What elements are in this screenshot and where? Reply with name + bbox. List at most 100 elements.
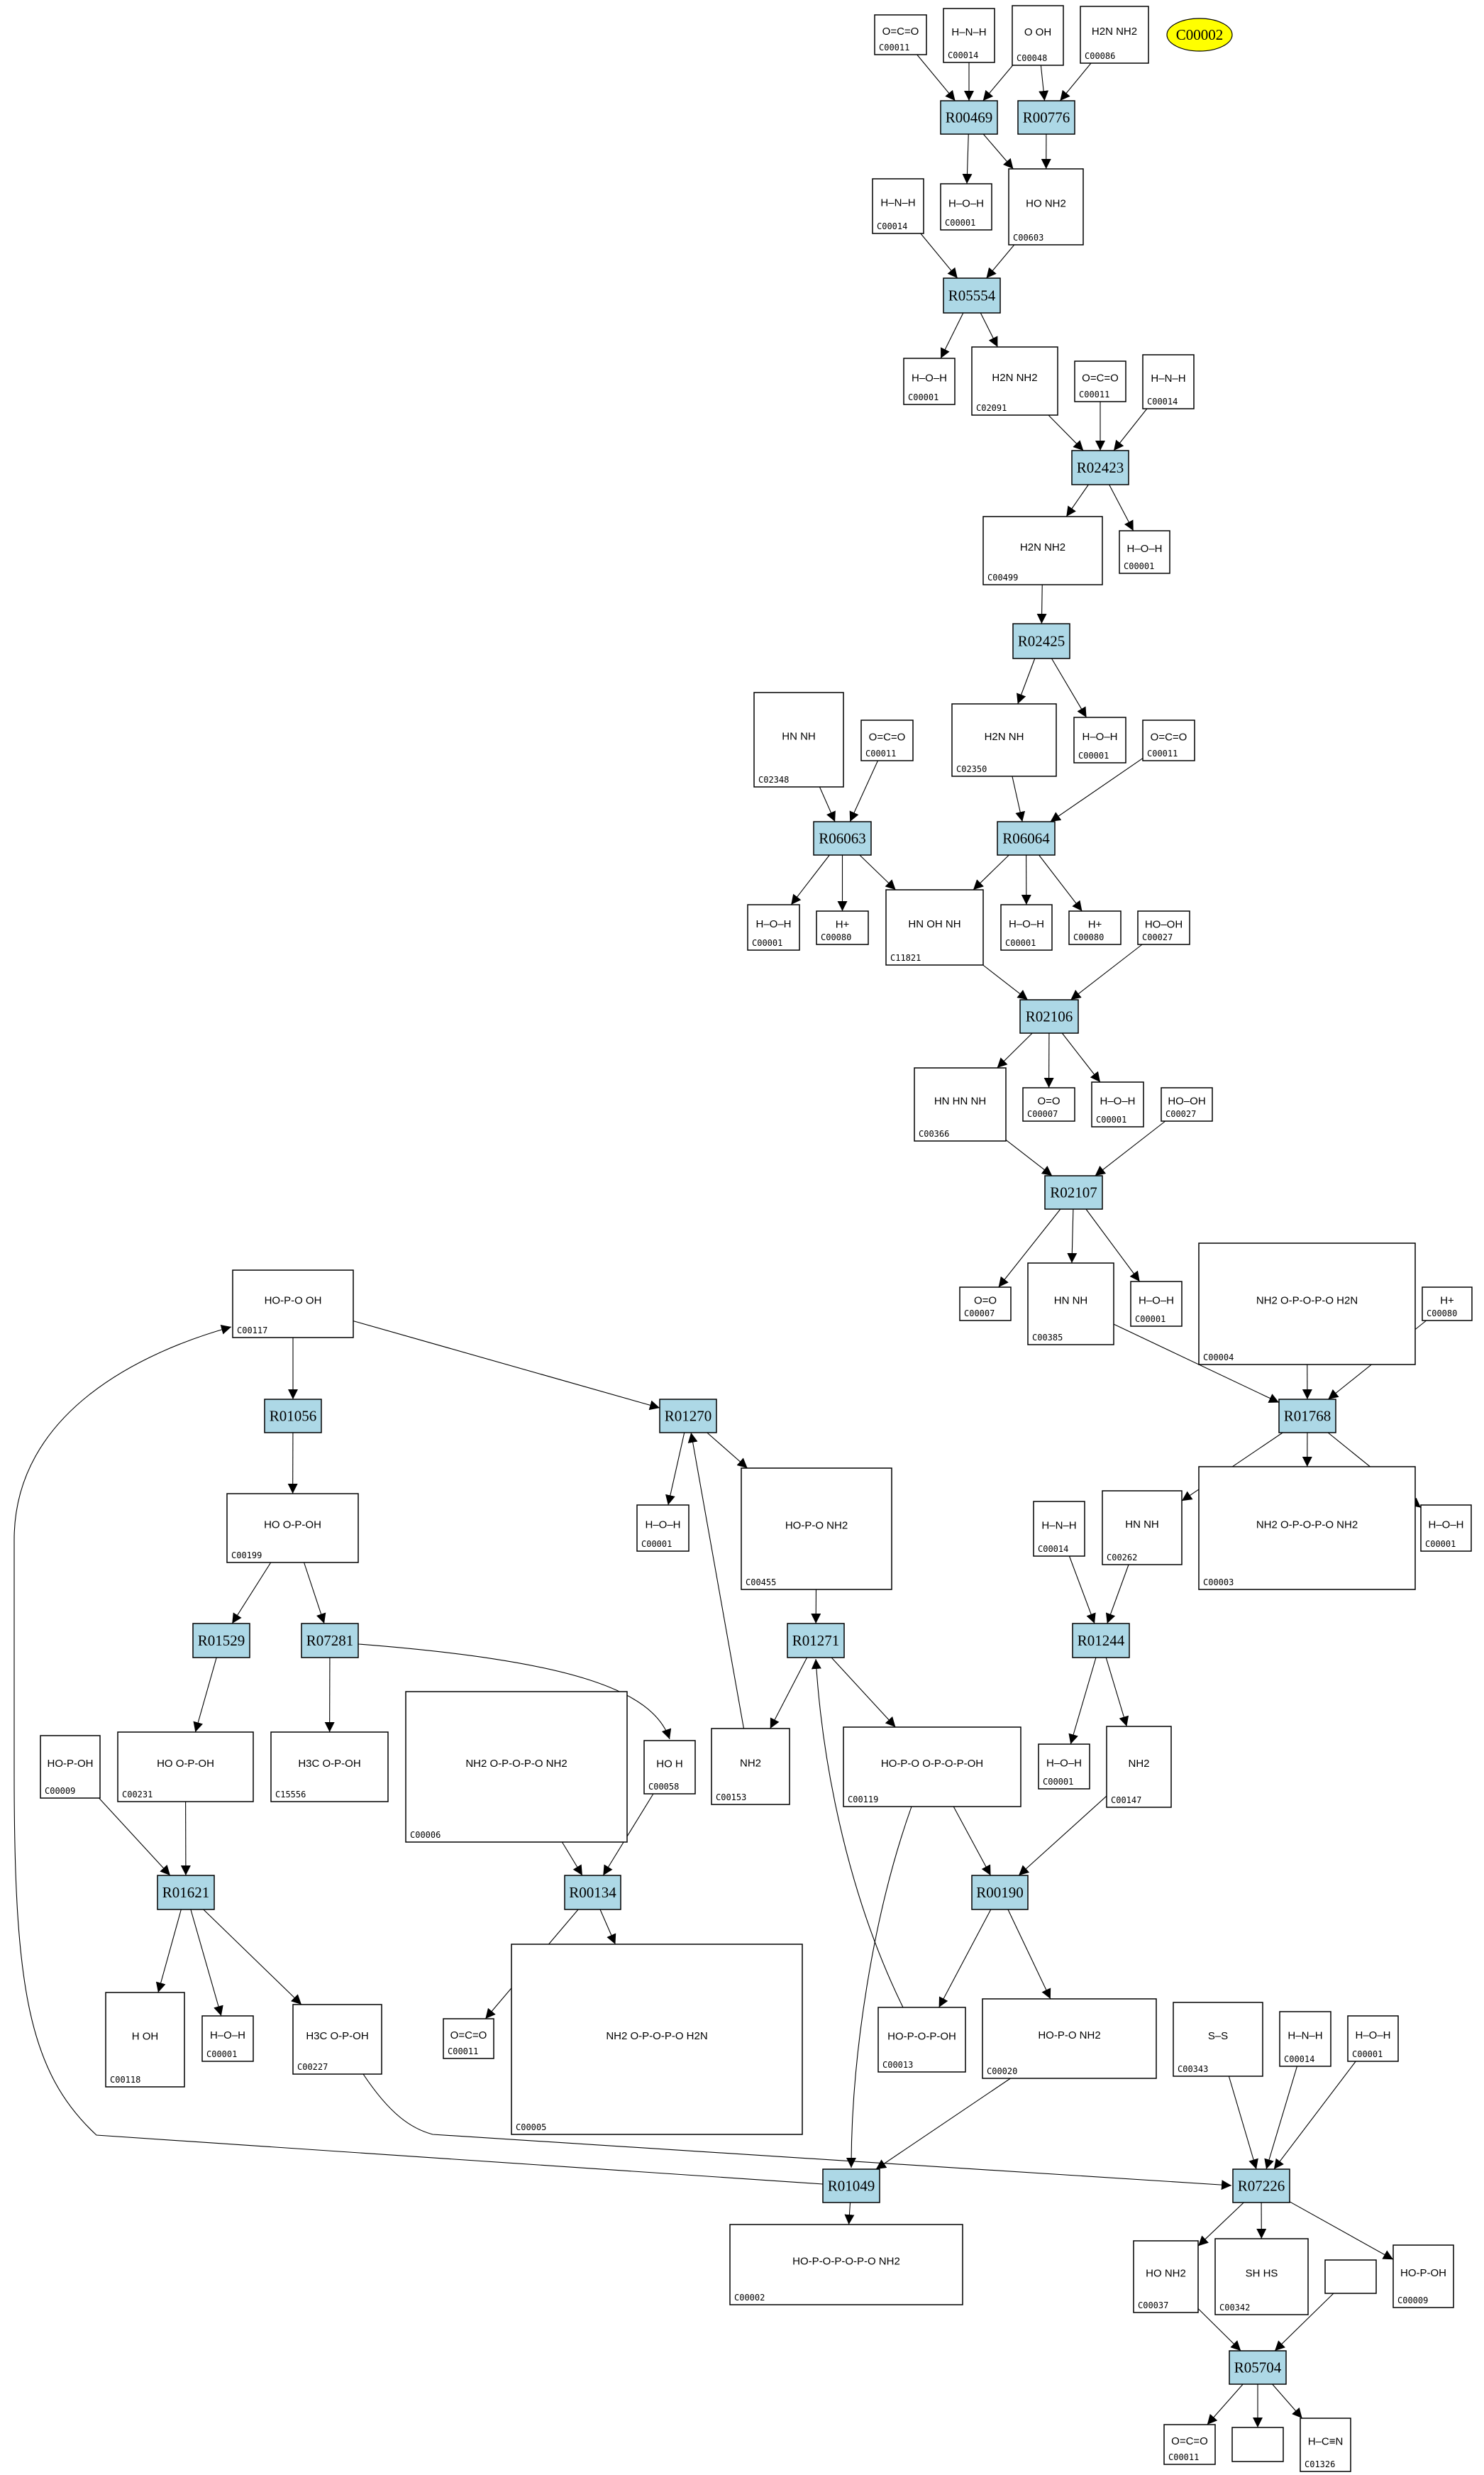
reaction-node[interactable]: R00134 [564, 1875, 621, 1910]
reaction-node[interactable]: R02425 [1012, 623, 1070, 659]
reaction-node[interactable]: R01244 [1072, 1623, 1130, 1658]
compound-box [1279, 2011, 1331, 2067]
compound-box [1420, 1504, 1472, 1552]
compound-box [1074, 360, 1126, 402]
reaction-box [940, 100, 998, 135]
reaction-node[interactable]: R02423 [1071, 450, 1129, 485]
reaction-node[interactable]: R06064 [997, 821, 1056, 856]
compound-id: C00001 [945, 218, 975, 228]
reaction-node[interactable]: R05704 [1229, 2350, 1287, 2385]
reaction-label: R02107 [1050, 1184, 1097, 1201]
reaction-node[interactable]: R02107 [1044, 1175, 1103, 1210]
compound-node[interactable]: H+C00080 [1068, 910, 1122, 945]
edge-r00190-to-c00020 [1007, 1909, 1051, 2000]
reaction-node[interactable]: R06063 [813, 821, 872, 856]
compound-node[interactable] [1324, 2259, 1377, 2294]
reaction-node[interactable]: R01270 [659, 1399, 717, 1433]
structure-formula: H2N NH [985, 731, 1024, 743]
reaction-node[interactable]: R00469 [940, 100, 998, 135]
compound-node[interactable] [1231, 2427, 1284, 2462]
reaction-node[interactable]: R01056 [264, 1399, 322, 1433]
reaction-node[interactable]: R00190 [971, 1875, 1029, 1910]
reaction-node[interactable]: R01271 [787, 1623, 845, 1658]
reaction-node[interactable]: R07226 [1232, 2168, 1290, 2203]
reaction-node[interactable]: R01529 [192, 1623, 250, 1658]
compound-box [1130, 1281, 1183, 1327]
reaction-node[interactable]: R07281 [301, 1623, 359, 1658]
reaction-node[interactable]: R02106 [1019, 999, 1079, 1034]
reaction-node[interactable]: R01768 [1278, 1399, 1336, 1433]
highlight-node[interactable]: C00002 [1166, 18, 1233, 52]
reaction-node[interactable]: R00776 [1017, 100, 1075, 135]
reaction-node[interactable]: R01049 [822, 2168, 880, 2203]
compound-node[interactable]: H+C00080 [816, 910, 869, 945]
reaction-node[interactable]: R01621 [157, 1875, 215, 1910]
compound-node[interactable]: H+C00080 [1422, 1286, 1473, 1321]
reaction-node[interactable]: R05554 [943, 277, 1001, 314]
